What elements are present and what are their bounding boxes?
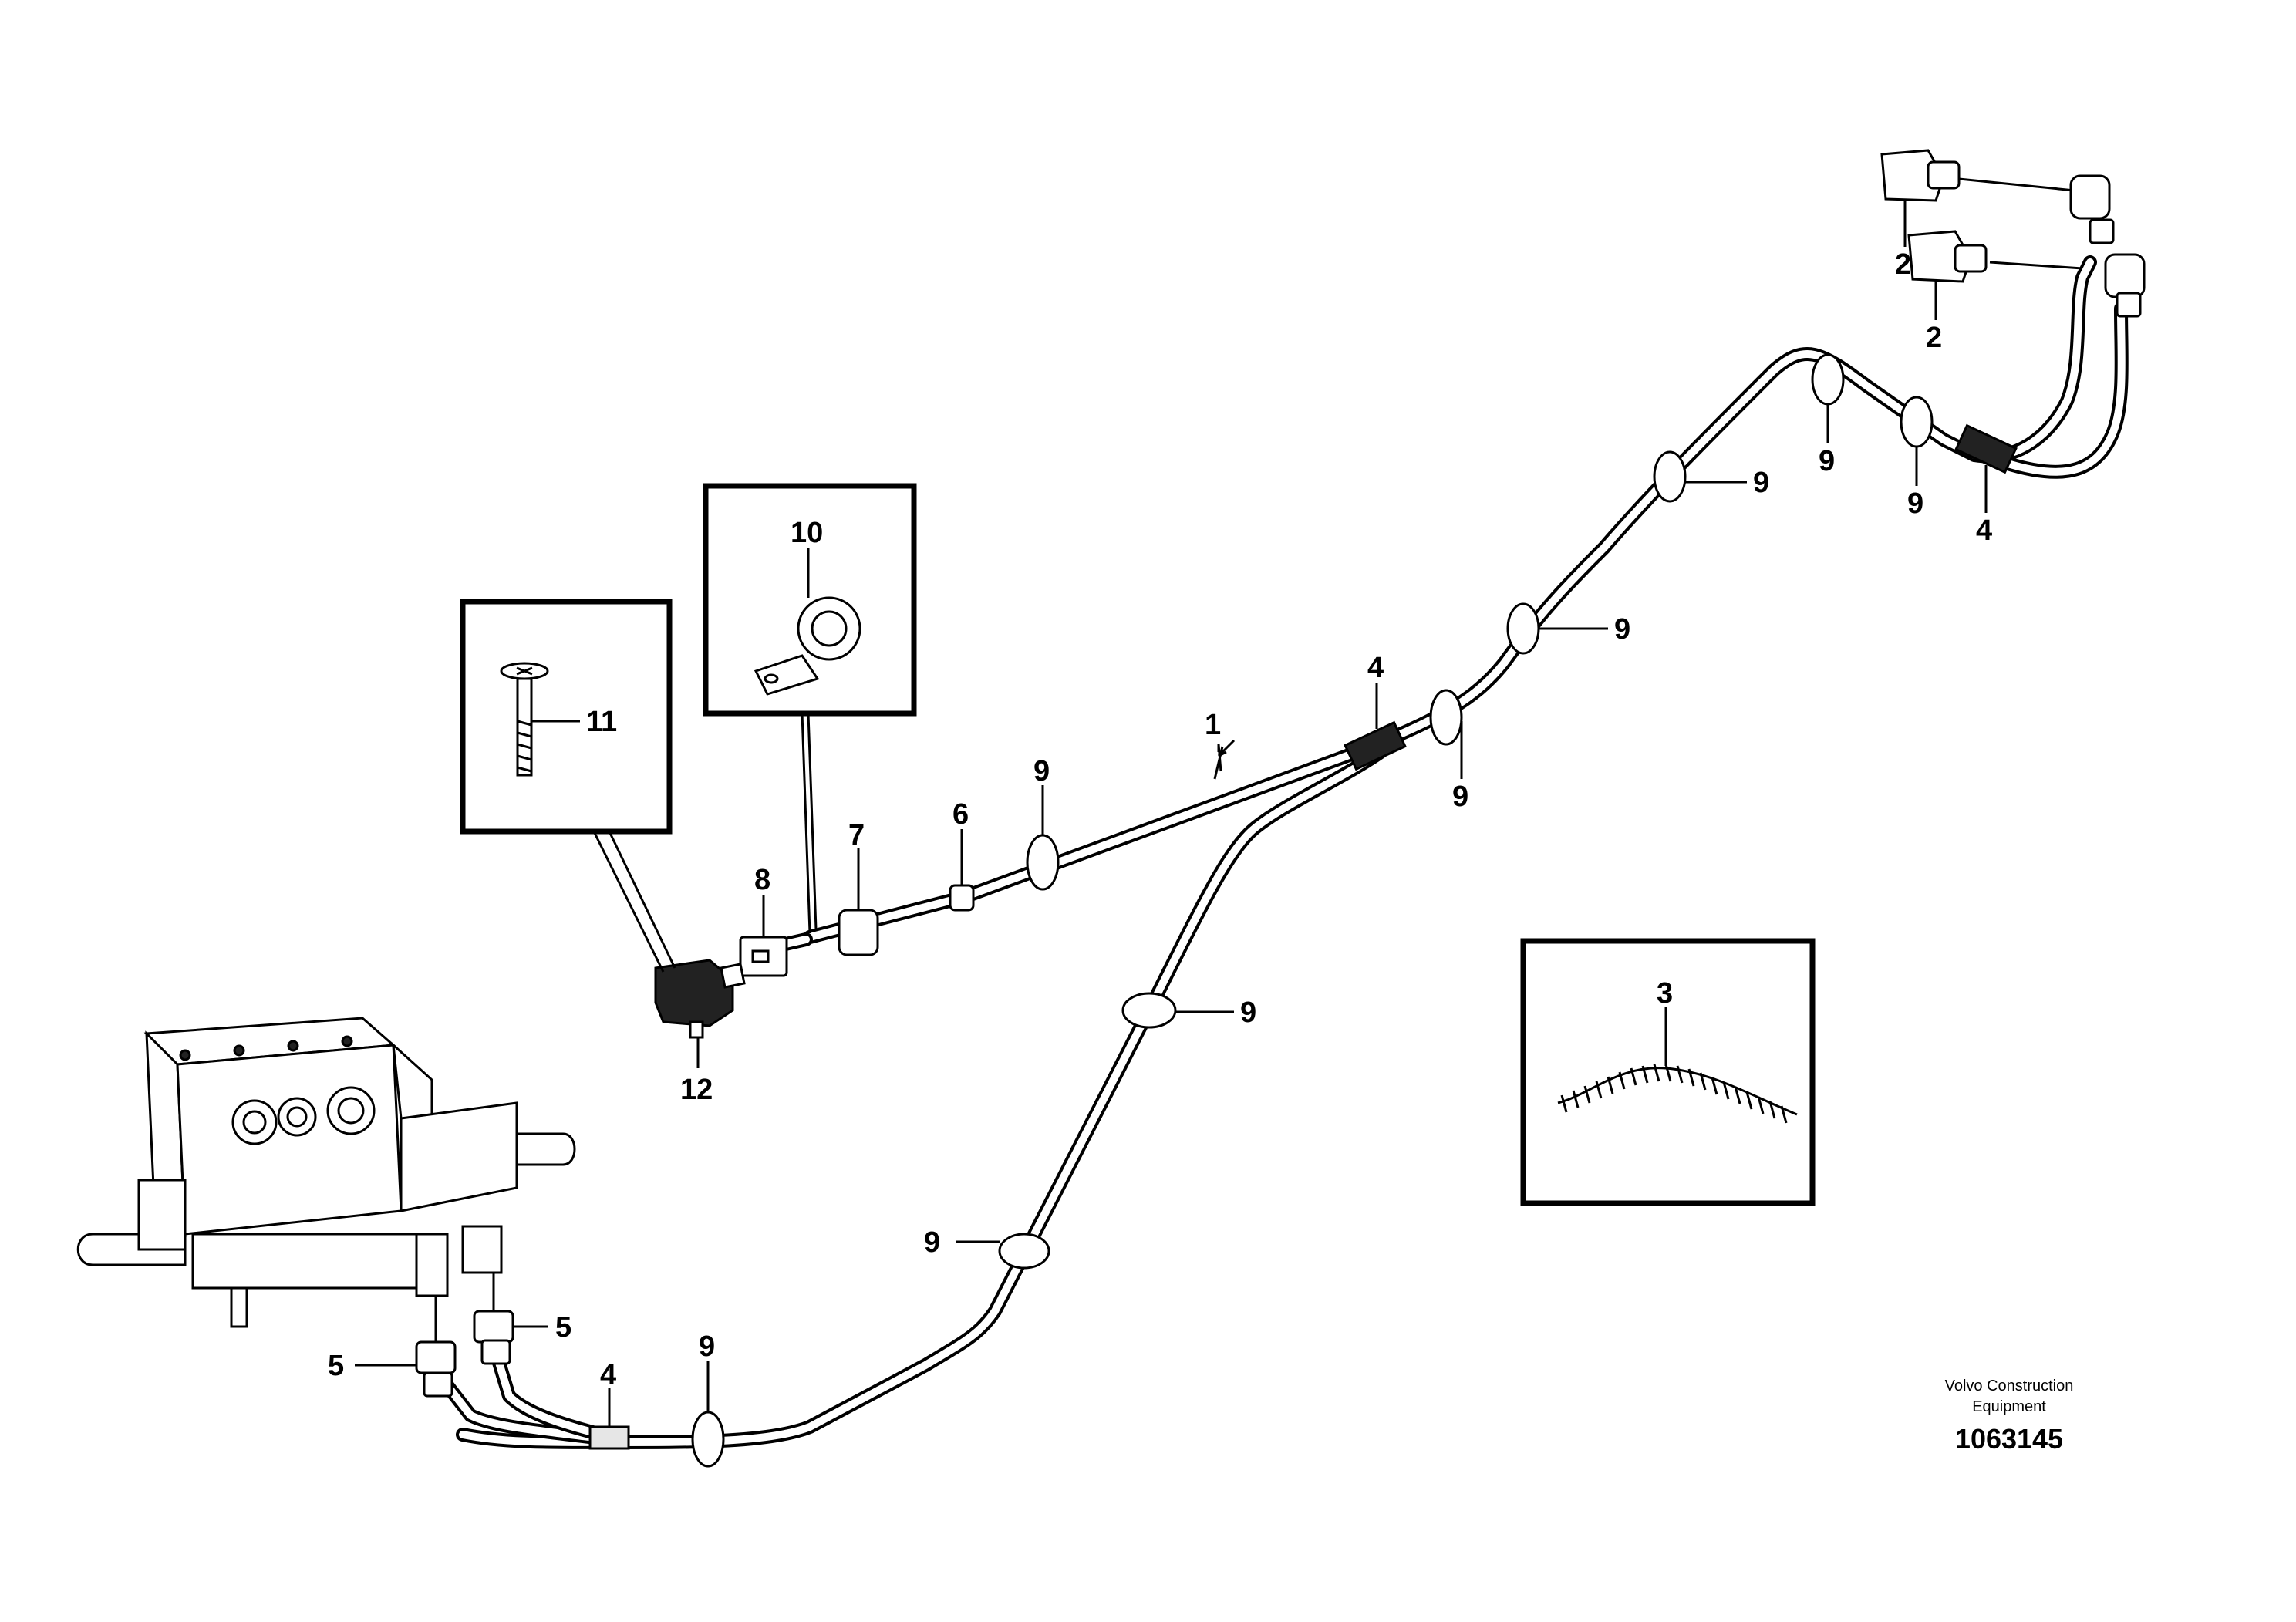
hose-fitting [473,1265,514,1365]
callout-4: 4 [1367,652,1384,684]
hose-end [2069,174,2111,220]
hose-clamp [1429,689,1463,746]
hose-clamp [1811,353,1845,406]
callout-labels: 1 2 2 3 4 4 4 5 5 6 7 8 9 9 9 9 9 9 9 9 … [328,248,1992,1391]
control-valve [76,1017,576,1328]
detail-box-screw [460,599,676,973]
callout-9: 9 [699,1330,715,1363]
sensor [654,959,746,1039]
hose-sleeve [1954,423,2018,474]
callout-5: 5 [555,1311,571,1344]
callout-2: 2 [1895,248,1911,281]
hose-clamp [998,1233,1050,1270]
hose-fitting [415,1296,457,1398]
callout-5: 5 [328,1350,344,1382]
hose-end [2089,218,2115,244]
hose-clamp [691,1411,725,1468]
callout-3: 3 [1657,977,1673,1010]
leader-lines [355,199,1988,1427]
callout-10: 10 [791,517,823,549]
brand-line-1: Volvo Construction [1945,1378,2074,1394]
document-number: 1063145 [1955,1423,2063,1455]
callout-9: 9 [924,1226,940,1259]
screw-shank [516,677,533,777]
callout-9: 9 [1614,613,1630,646]
elbow-fitting [1907,230,1988,283]
callout-9: 9 [1452,781,1468,813]
callout-4: 4 [1976,514,1992,547]
footer: Volvo Construction Equipment 1063145 [1945,1378,2074,1455]
callout-9: 9 [1819,445,1835,477]
hose-fitting [949,884,975,912]
hose-clamp [1653,450,1687,503]
callout-9: 9 [1907,487,1923,520]
callout-4: 4 [600,1359,616,1391]
callout-9: 9 [1753,467,1769,499]
callout-7: 7 [848,819,865,851]
connector-pin [751,949,770,963]
brand-line-2: Equipment [1972,1398,2046,1415]
hose-assembly [437,177,2129,1449]
callout-11: 11 [586,706,617,738]
sleeve-group [588,423,2018,1450]
callout-9: 9 [1033,755,1050,787]
callout-8: 8 [754,864,770,896]
detail-box-clamp [703,483,917,934]
hose-clamp [1900,396,1934,448]
hose-end [2116,292,2142,318]
hose-clamp [1121,992,1177,1029]
hose-clamp [1506,602,1540,655]
callout-1: 1 [1205,709,1221,741]
clamp-group [691,353,1934,1468]
hose-sleeve [588,1425,630,1450]
callout-2: 2 [1926,322,1942,354]
detail-box-spring [1520,938,1816,1206]
callout-12: 12 [680,1074,713,1106]
screw-cross-icon [516,666,533,676]
hose-clamp [1026,834,1060,891]
elbow-fitting [1880,149,1961,202]
callout-6: 6 [952,798,969,831]
grommet [838,909,879,956]
hose-sleeve [1344,720,1407,771]
hose-end [2104,253,2146,298]
callout-9: 9 [1240,996,1256,1029]
